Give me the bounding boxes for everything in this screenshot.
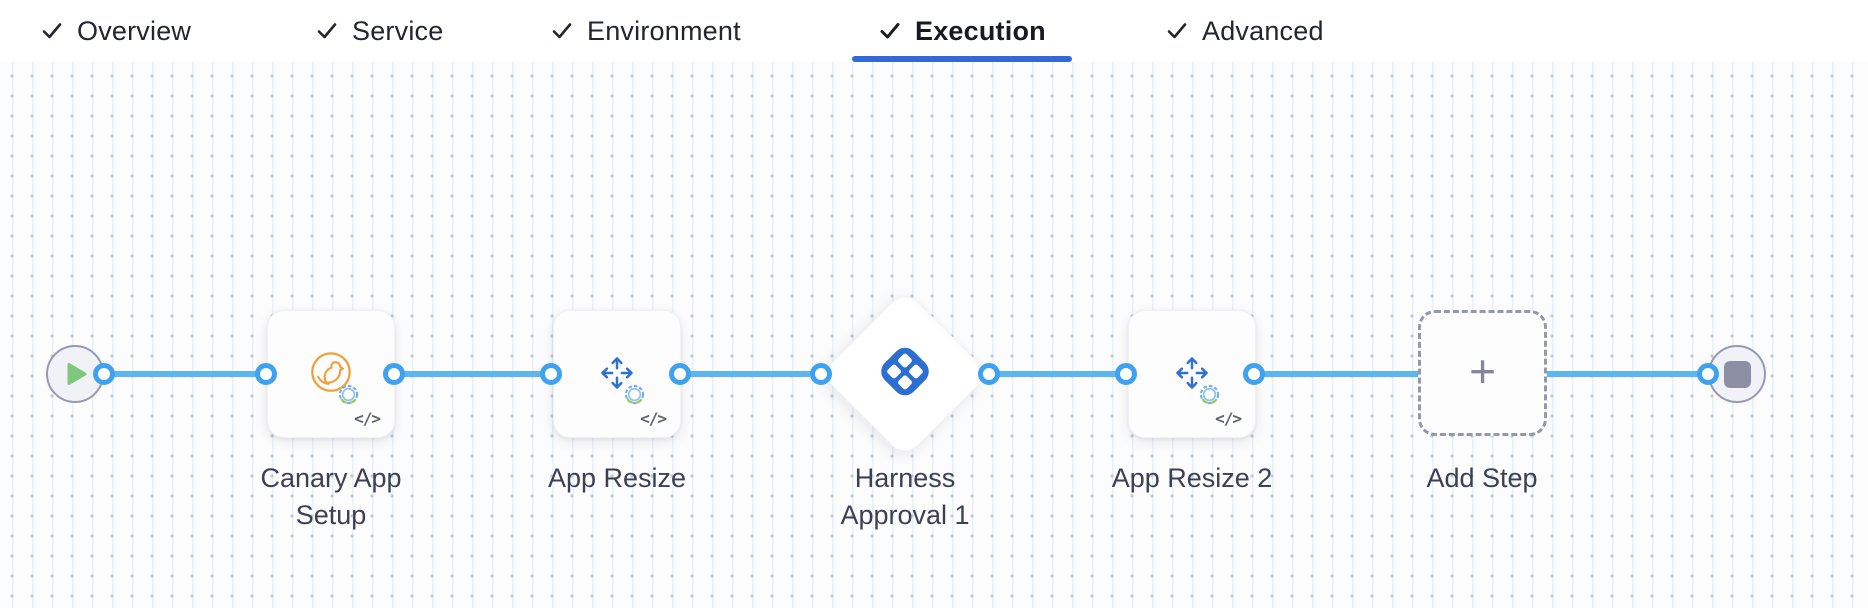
tab-label: Advanced xyxy=(1202,15,1324,46)
resize-arrows-icon xyxy=(1176,357,1208,389)
step-node-app-resize[interactable]: </> xyxy=(553,310,681,438)
canary-bird-icon xyxy=(311,352,351,392)
connector-port[interactable] xyxy=(255,363,277,385)
step-node-app-resize-2[interactable]: </> xyxy=(1128,310,1256,438)
pipeline-edge xyxy=(989,371,1126,377)
check-icon xyxy=(42,23,62,39)
tab-advanced[interactable]: Advanced xyxy=(1139,0,1350,62)
connector-port[interactable] xyxy=(1697,363,1719,385)
connector-port[interactable] xyxy=(93,363,115,385)
connector-port[interactable] xyxy=(978,363,1000,385)
stop-icon xyxy=(1723,360,1751,388)
tab-label: Service xyxy=(352,15,444,46)
gear-badge-icon xyxy=(338,384,359,405)
connector-port[interactable] xyxy=(1115,363,1137,385)
pipeline-edge xyxy=(104,371,266,377)
gear-badge-icon xyxy=(1199,384,1220,405)
connector-port[interactable] xyxy=(669,363,691,385)
pipeline-edge xyxy=(680,371,821,377)
check-icon xyxy=(552,23,572,39)
step-node-canary-app-setup[interactable]: </> xyxy=(267,310,395,438)
tab-label: Execution xyxy=(915,15,1046,46)
resize-arrows-icon xyxy=(601,357,633,389)
tab-execution[interactable]: Execution xyxy=(852,0,1072,62)
stage-config-tabbar: Overview Service Environment Execution A… xyxy=(0,0,1868,62)
code-view-icon: </> xyxy=(354,409,381,428)
tab-overview[interactable]: Overview xyxy=(14,0,217,62)
connector-port[interactable] xyxy=(540,363,562,385)
plus-icon: + xyxy=(1469,345,1496,397)
tab-label: Environment xyxy=(587,15,741,46)
connector-port[interactable] xyxy=(1243,363,1265,385)
play-icon xyxy=(67,363,87,385)
node-label-app-resize: App Resize xyxy=(547,463,687,493)
code-view-icon: </> xyxy=(1215,409,1242,428)
approval-node-harness-approval-1[interactable] xyxy=(820,289,990,459)
node-label-app-resize-2: App Resize 2 xyxy=(1111,463,1273,493)
pipeline-edge xyxy=(394,371,551,377)
connector-port[interactable] xyxy=(383,363,405,385)
node-label-canary-app-setup: Canary App Setup xyxy=(260,463,402,530)
add-step-button[interactable]: + xyxy=(1418,310,1547,436)
connector-port[interactable] xyxy=(810,363,832,385)
tab-environment[interactable]: Environment xyxy=(524,0,767,62)
check-icon xyxy=(880,23,900,39)
check-icon xyxy=(1167,23,1187,39)
node-label-harness-approval-1: Harness Approval 1 xyxy=(840,463,970,530)
pipeline-start-node xyxy=(46,345,104,403)
gear-badge-icon xyxy=(624,384,645,405)
check-icon xyxy=(317,23,337,39)
tab-label: Overview xyxy=(77,15,192,46)
tab-service[interactable]: Service xyxy=(289,0,469,62)
harness-logo-icon xyxy=(881,347,929,396)
active-tab-underline xyxy=(852,56,1072,62)
pipeline-canvas[interactable]: </> </> xyxy=(0,62,1868,608)
node-label-add-step: Add Step xyxy=(1426,463,1538,493)
code-view-icon: </> xyxy=(640,409,667,428)
